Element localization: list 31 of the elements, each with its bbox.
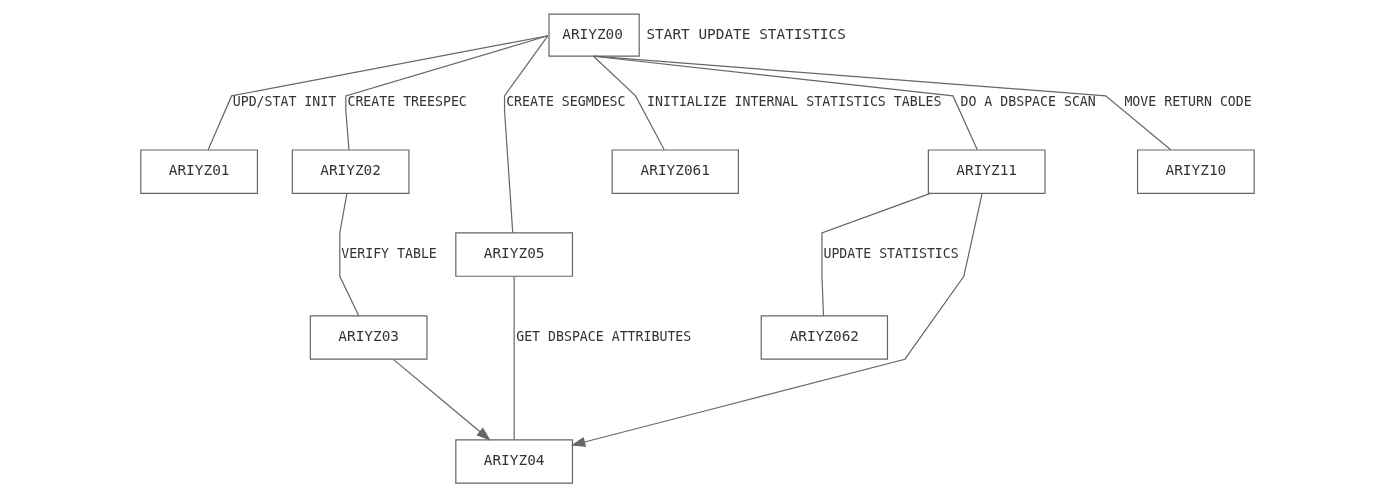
- edge-label: UPDATE STATISTICS: [823, 245, 959, 261]
- connector: [345, 35, 549, 151]
- edge-label: CREATE SEGMDESC: [506, 94, 626, 110]
- node-box: ARIYZ11: [927, 149, 1046, 194]
- edge-label: CREATE TREESPEC: [347, 94, 467, 110]
- edge-label: UPD/STAT INIT: [232, 94, 337, 110]
- connector: [339, 192, 360, 317]
- edge-label: VERIFY TABLE: [341, 245, 437, 261]
- node-box: ARIYZ01: [140, 149, 259, 194]
- connector: [821, 192, 932, 317]
- edge-label: DO A DBSPACE SCAN: [960, 94, 1096, 110]
- edge-label: MOVE RETURN CODE: [1124, 94, 1252, 110]
- connector: [513, 275, 515, 441]
- connector: [503, 35, 549, 234]
- node-box: ARIYZ02: [291, 149, 410, 194]
- arrow: [392, 358, 491, 441]
- node-box: ARIYZ04: [455, 439, 574, 484]
- node-box: ARIYZ062: [760, 315, 889, 360]
- node-box: ARIYZ05: [455, 232, 574, 277]
- arrow: [570, 193, 983, 447]
- connector: [592, 55, 665, 151]
- node-box: ARIYZ03: [309, 315, 428, 360]
- edge-label: INITIALIZE INTERNAL STATISTICS TABLES: [647, 94, 942, 110]
- node-box: ARIYZ00: [548, 13, 640, 57]
- node-box: ARIYZ061: [611, 149, 739, 194]
- connector: [207, 35, 549, 151]
- connector: [592, 55, 1172, 151]
- node-box: ARIYZ10: [1136, 149, 1255, 194]
- connector: [592, 55, 978, 151]
- edge-label: GET DBSPACE ATTRIBUTES: [516, 328, 692, 344]
- node-label: START UPDATE STATISTICS: [646, 25, 846, 42]
